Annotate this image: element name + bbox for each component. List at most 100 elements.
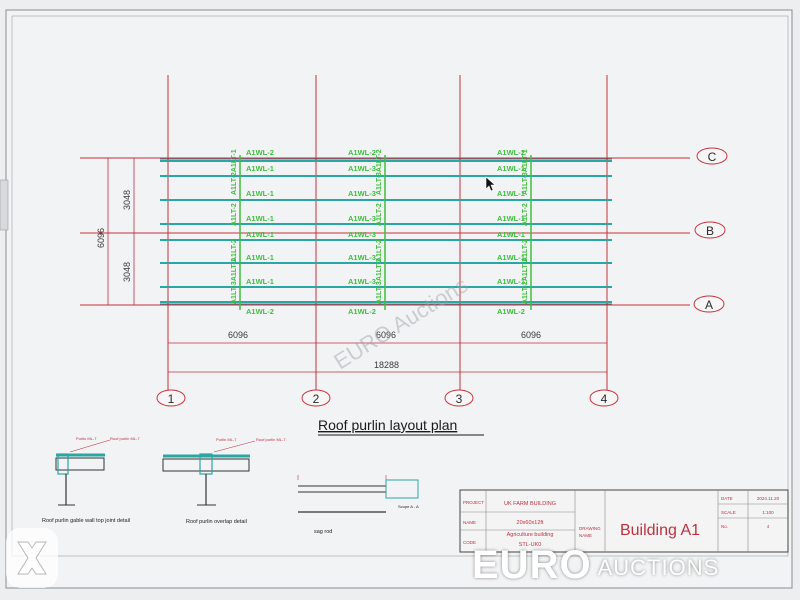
detail-caption: sag rod [314, 529, 332, 535]
mouse-cursor-icon [485, 176, 496, 192]
purlin-label: A1WL-1 [497, 164, 525, 173]
grid-bubble [156, 389, 186, 407]
left-dimension-lines [100, 157, 165, 306]
grid-bubble [301, 389, 331, 407]
purlin-label: A1WL-3 [348, 189, 376, 198]
detail-overlap: Purlin ML-7 Roof purlin ML-7 Roof purlin… [162, 437, 286, 525]
purlin-label: A1WL-1 [246, 214, 274, 223]
purlin-label: A1WL-3 [348, 277, 376, 286]
field-label: CODE [463, 540, 476, 545]
rafter-label: A1LT-2 [522, 239, 529, 262]
field-label: No. [721, 524, 728, 529]
dimension-total: 18288 [374, 360, 399, 370]
rafter-label: A1LT-2A1LT-1 [231, 149, 238, 195]
purlin-label: A1WL-2 [348, 148, 376, 157]
purlin-label: A1WL-1 [497, 277, 525, 286]
brand-auctions: AUCTIONS [597, 555, 720, 580]
rafter-label: A1LT-2 [376, 203, 383, 226]
purlin-edges [160, 158, 612, 305]
brand-watermark: EURO AUCTIONS [472, 540, 792, 590]
purlin-label: A1WL-3 [348, 164, 376, 173]
rafter-label: A1LT-3A1LT-2 [376, 258, 383, 304]
rafter-labels: A1LT-2A1LT-1 A1LT-2 A1LT-2 A1LT-3A1LT-1 … [231, 149, 529, 304]
field-label: PROJECT [463, 500, 484, 505]
rafter-label: A1LT-3A1LT-2 [376, 149, 383, 195]
title-block-frame [459, 489, 789, 553]
grid-bubble [444, 389, 474, 407]
grid-label-col: 4 [601, 392, 608, 406]
grid-column-labels: 1 2 3 4 [168, 392, 608, 406]
rafter-label: A1LT-2 [231, 203, 238, 226]
purlin-label: A1WL-1 [497, 230, 525, 239]
purlin-label: A1WL-1 [246, 164, 274, 173]
detail-callout: Roof purlin ML-7 [256, 437, 286, 442]
purlin-label: A1WL-3 [348, 253, 376, 262]
grid-bubble [696, 147, 728, 165]
field-label: NAME [463, 520, 476, 525]
purlin-label: A1WL-1 [497, 253, 525, 262]
purlin-label: A1WL-1 [246, 189, 274, 198]
project-name: UK FARM BUILDING [504, 501, 556, 507]
grid-label-col: 2 [313, 392, 320, 406]
grid-row-labels: C B A [705, 150, 717, 312]
grid-bubble [693, 295, 725, 313]
purlin-label: A1WL-2 [348, 307, 376, 316]
detail-leader [69, 439, 111, 453]
title-block: PROJECT NAME CODE DRAWING NAME DATE SCAL… [459, 489, 789, 553]
drawing-scale: 1:100 [762, 510, 774, 515]
detail-member [162, 458, 250, 472]
rafter-lines [239, 155, 532, 310]
drawing-number: 4 [767, 524, 770, 529]
brand-logo-icon [17, 541, 47, 575]
detail-caption: Roof purlin overlap detail [186, 519, 247, 525]
purlin-lines [160, 160, 612, 303]
detail-cleat [57, 453, 69, 475]
brand-badge [6, 528, 58, 588]
purlin-label: A1WL-1 [246, 230, 274, 239]
purlin-label: A1WL-2 [497, 307, 525, 316]
title-block-meta: 2024.11.20 1:100 4 [757, 496, 780, 529]
grid-label-row: B [706, 224, 714, 238]
drawing-name: Building A1 [620, 522, 700, 539]
building-type: Agriculture building [507, 532, 554, 538]
detail-callout: Roof purlin ML-7 [110, 436, 140, 441]
building-size: 20x60x12ft [517, 520, 544, 526]
purlin-label: A1WL-1 [497, 214, 525, 223]
purlin-label: A1WL-2 [497, 148, 525, 157]
left-dimension-text: 6096 3048 3048 [96, 190, 132, 282]
purlin-labels: A1WL-2 A1WL-1 A1WL-1 A1WL-1 A1WL-1 A1WL-… [246, 148, 525, 316]
sag-rod-section [385, 479, 419, 499]
rafter-label: A1LT-2 [522, 203, 529, 226]
dimension-width: 6096 [96, 228, 106, 248]
field-label: DATE [721, 496, 733, 501]
grid-column-bubbles [156, 389, 619, 407]
bottom-dimension-lines [168, 342, 607, 373]
purlin-label: A1WL-1 [246, 253, 274, 262]
purlin-label: A1WL-2 [246, 148, 274, 157]
dimension-bay: 6096 [376, 330, 396, 340]
dimension-bay: 6096 [521, 330, 541, 340]
grid-row-bubbles [693, 147, 728, 313]
detail-leader [213, 440, 256, 453]
dimension-bay: 6096 [228, 330, 248, 340]
inner-border [11, 15, 789, 557]
purlin-label: A1WL-3 [348, 214, 376, 223]
dimension-half: 3048 [122, 190, 132, 210]
rafter-label: A1LT-2 [376, 239, 383, 262]
drawing-date: 2024.11.20 [757, 496, 780, 501]
purlin-label: A1WL-1 [246, 277, 274, 286]
rafter-label: A1LT-2A1LT-1 [522, 258, 529, 304]
title-block-field-labels: PROJECT NAME CODE DRAWING NAME DATE SCAL… [463, 496, 736, 545]
rafter-label: A1LT-3A1LT-1 [522, 149, 529, 195]
drawing-code: STL-UK0 [519, 542, 542, 548]
section-mark: Scope A - A [398, 504, 419, 509]
detail-gable-joint: Purlin ML-7 Roof purlin ML-7 Roof purlin… [42, 436, 140, 524]
grid-bubble [589, 389, 619, 407]
detail-sag-rod: Scope A - A sag rod [297, 475, 419, 535]
purlin-label: A1WL-2 [246, 307, 274, 316]
field-label: NAME [579, 533, 592, 538]
brand-euro: EURO [472, 542, 592, 587]
grid-label-col: 1 [168, 392, 175, 406]
